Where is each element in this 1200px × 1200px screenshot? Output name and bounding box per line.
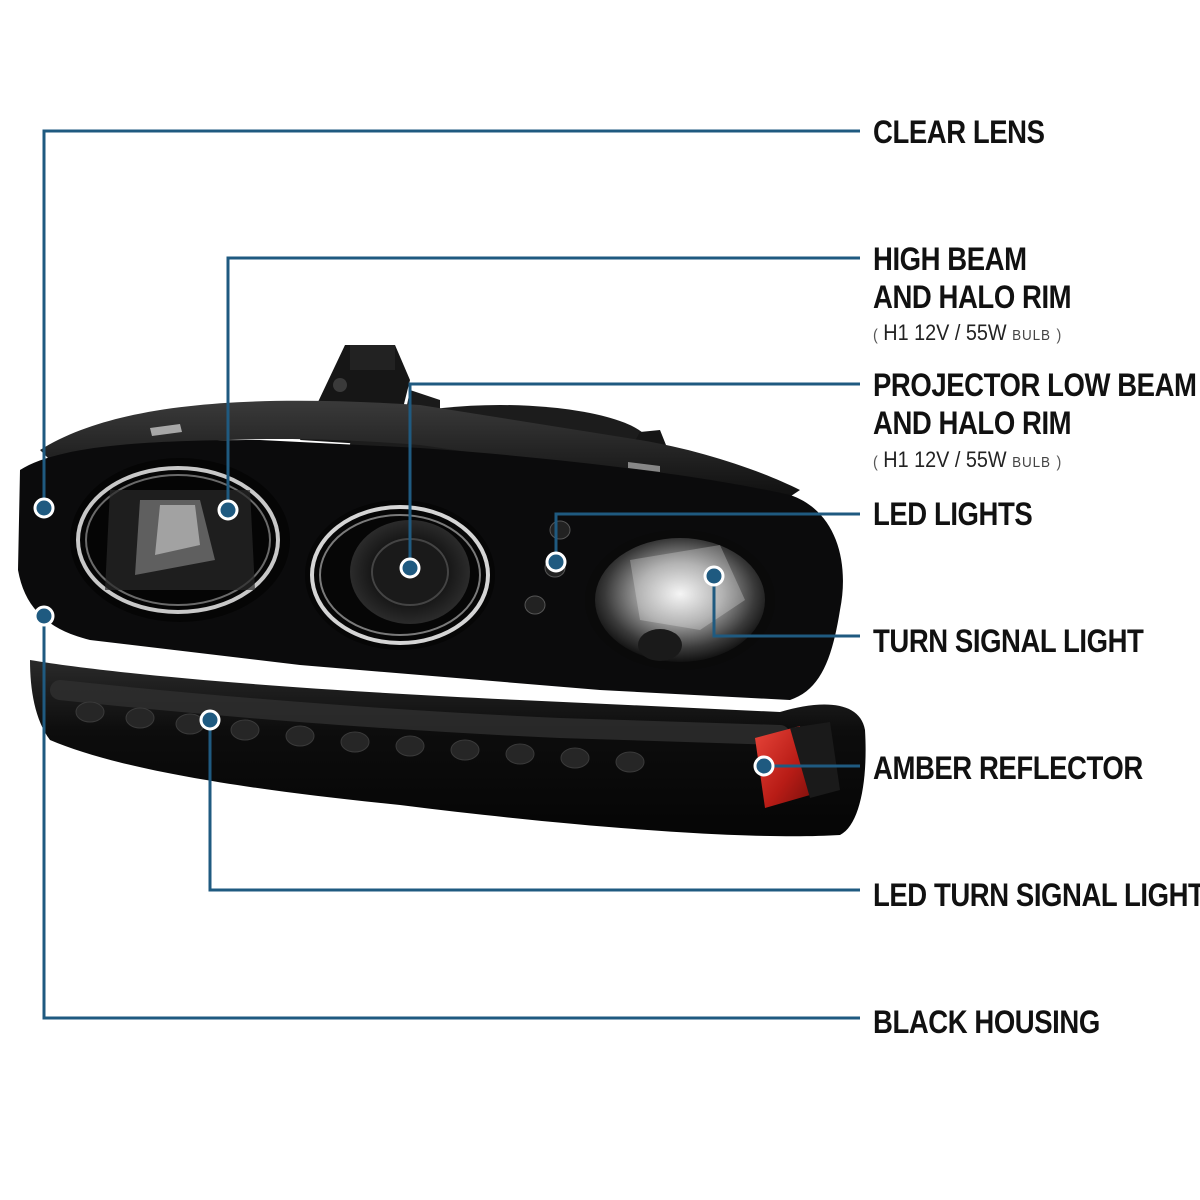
label-high-beam-spec: ( H1 12V / 55W BULB ) bbox=[873, 320, 1061, 349]
label-projector-line1: PROJECTOR LOW BEAM bbox=[873, 367, 1197, 403]
label-projector-spec: ( H1 12V / 55W BULB ) bbox=[873, 447, 1061, 476]
spec-open-paren: ( bbox=[873, 327, 878, 344]
marker-projector bbox=[399, 557, 421, 579]
spec-bulb-type: H1 bbox=[883, 447, 909, 472]
spec-rating: 12V / 55W bbox=[914, 320, 1007, 345]
label-led-lights: LED LIGHTS bbox=[873, 496, 1033, 532]
leader-clear-lens bbox=[42, 129, 860, 508]
marker-turn-signal bbox=[703, 565, 725, 587]
leader-led-turn-signal bbox=[208, 720, 860, 892]
label-black-housing: BLACK HOUSING bbox=[873, 1004, 1100, 1040]
marker-high-beam bbox=[217, 499, 239, 521]
marker-led-lights bbox=[545, 551, 567, 573]
marker-dots bbox=[33, 497, 775, 777]
marker-clear-lens bbox=[33, 497, 55, 519]
label-high-beam-line1: HIGH BEAM bbox=[873, 241, 1027, 277]
leader-led-lights bbox=[554, 512, 860, 562]
leader-projector-low-beam bbox=[408, 382, 860, 568]
marker-amber-reflector bbox=[753, 755, 775, 777]
marker-black-housing bbox=[33, 605, 55, 627]
projector-low-beam bbox=[305, 500, 495, 650]
leader-turn-signal bbox=[712, 576, 860, 638]
turn-signal-reflector bbox=[585, 530, 775, 670]
headlight-assembly bbox=[18, 345, 866, 837]
marker-led-turn-signal bbox=[199, 709, 221, 731]
leader-lines bbox=[42, 129, 860, 1020]
spec-close-paren: ) bbox=[1056, 327, 1062, 344]
leader-high-beam bbox=[226, 256, 860, 510]
label-projector-line2: AND HALO RIM bbox=[873, 405, 1072, 441]
spec-close-paren: ) bbox=[1056, 454, 1062, 471]
label-high-beam-line2: AND HALO RIM bbox=[873, 279, 1072, 315]
spec-bulb-word: BULB bbox=[1012, 327, 1051, 344]
leader-black-housing bbox=[42, 616, 860, 1020]
label-turn-signal: TURN SIGNAL LIGHT bbox=[873, 623, 1144, 659]
spec-rating: 12V / 55W bbox=[914, 447, 1007, 472]
spec-bulb-word: BULB bbox=[1012, 454, 1051, 471]
label-clear-lens: CLEAR LENS bbox=[873, 114, 1045, 150]
high-beam-reflector bbox=[70, 458, 290, 622]
spec-bulb-type: H1 bbox=[883, 320, 909, 345]
spec-open-paren: ( bbox=[873, 454, 878, 471]
label-led-turn-signal: LED TURN SIGNAL LIGHT bbox=[873, 877, 1200, 913]
label-amber-reflector: AMBER REFLECTOR bbox=[873, 750, 1143, 786]
